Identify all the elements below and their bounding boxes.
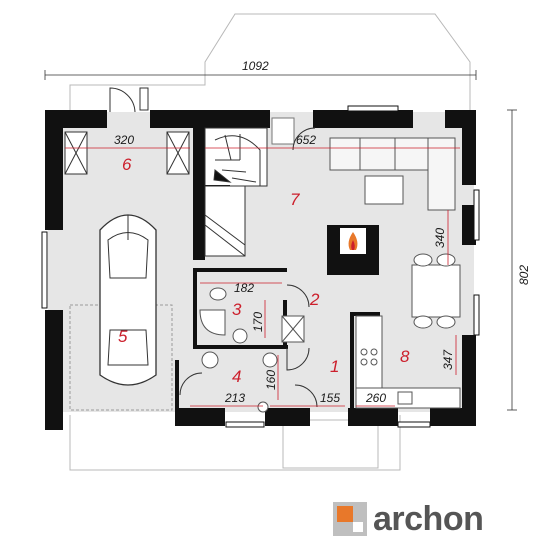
sofa xyxy=(329,137,456,211)
exterior-walls xyxy=(45,110,476,430)
archon-logo-icon xyxy=(333,502,367,536)
room-number-7: 7 xyxy=(290,190,300,209)
room-number-4: 4 xyxy=(232,367,241,386)
dim-340: 340 xyxy=(433,228,447,248)
archon-logo: archon xyxy=(333,498,484,540)
dim-320: 320 xyxy=(114,133,134,147)
overall-width-label: 1092 xyxy=(242,59,269,73)
dim-170: 170 xyxy=(251,312,265,332)
dining-table xyxy=(411,253,461,329)
overall-dimension-lines xyxy=(44,70,517,411)
room-number-6: 6 xyxy=(122,155,132,174)
coffee-table xyxy=(364,175,404,205)
room-number-1: 1 xyxy=(330,357,339,376)
technical-cabinets xyxy=(64,131,190,175)
garage-door-swing xyxy=(109,87,149,113)
dim-347: 347 xyxy=(441,349,455,370)
dim-260: 260 xyxy=(365,391,386,405)
room-number-8: 8 xyxy=(400,347,410,366)
fireplace-icon xyxy=(327,225,379,275)
room-number-5: 5 xyxy=(118,327,128,346)
ceiling-panel xyxy=(271,117,295,145)
brand-name: archon xyxy=(373,499,484,538)
dim-160: 160 xyxy=(264,370,278,390)
kitchen-counter xyxy=(355,315,461,409)
room-number-2: 2 xyxy=(309,290,320,309)
terrace-outline xyxy=(69,13,471,471)
door-swings xyxy=(179,127,318,408)
bathroom-fixtures xyxy=(199,287,305,413)
dim-652: 652 xyxy=(296,133,316,147)
dimension-lines xyxy=(65,147,460,407)
dim-155: 155 xyxy=(320,391,340,405)
dim-213: 213 xyxy=(224,391,245,405)
windows xyxy=(41,105,480,428)
overall-depth-label: 802 xyxy=(517,265,531,285)
room-number-3: 3 xyxy=(232,300,242,319)
garage xyxy=(69,214,173,411)
staircase xyxy=(204,127,268,257)
dim-182: 182 xyxy=(234,281,254,295)
